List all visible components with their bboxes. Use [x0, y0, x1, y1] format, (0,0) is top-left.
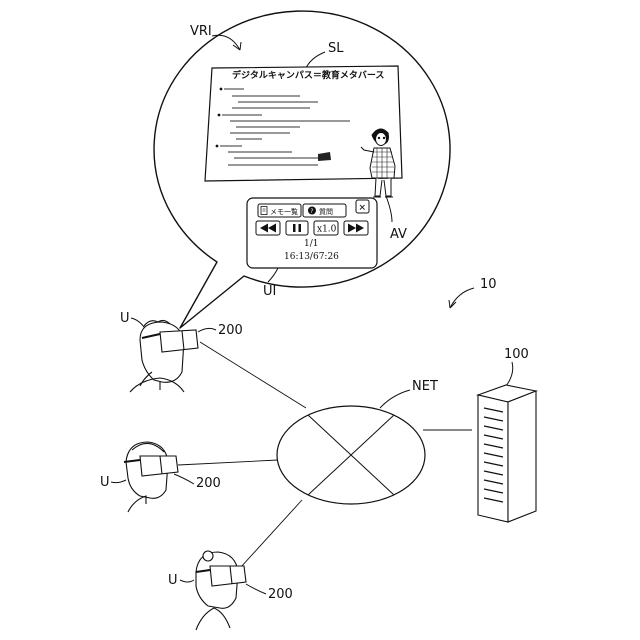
close-icon: ✕ [359, 204, 367, 214]
time-readout: 16:13/67:26 [284, 252, 339, 262]
sl-label: SL [328, 41, 344, 56]
pause-button[interactable] [286, 221, 308, 235]
user-2-figure [124, 442, 178, 512]
fast-forward-button[interactable] [344, 221, 368, 235]
net-label: NET [412, 379, 438, 394]
speed-label: x1.0 [317, 225, 337, 235]
svg-text:?: ? [310, 208, 313, 215]
page-counter: 1/1 [304, 239, 318, 249]
user-2-label: U [100, 475, 110, 490]
net-leader [380, 390, 410, 408]
hmd-label-3: 200 [268, 587, 293, 602]
system-label: 10 [480, 277, 497, 292]
ui-label: UI [263, 284, 276, 299]
user-1-figure [130, 320, 198, 392]
user-3-figure [196, 551, 246, 630]
speed-button[interactable]: x1.0 [314, 221, 338, 235]
hmd-label-1: 200 [218, 323, 243, 338]
user-1-label: U [120, 311, 130, 326]
hmd-label-2: 200 [196, 476, 221, 491]
question-label: 質問 [319, 207, 333, 216]
user-3-label: U [168, 573, 178, 588]
close-button[interactable]: ✕ [356, 200, 369, 214]
memo-list-button[interactable]: メモ一覧 [258, 204, 301, 217]
server-leader [506, 362, 513, 386]
question-button[interactable]: ? 質問 [303, 204, 346, 217]
slide-title: デジタルキャンパス＝教育メタバース [232, 69, 384, 81]
ui-panel: メモ一覧 ? 質問 ✕ x1.0 [247, 198, 377, 268]
memo-list-label: メモ一覧 [270, 207, 298, 216]
av-label: AV [390, 227, 407, 242]
server-icon [478, 385, 536, 522]
vri-label: VRI [190, 24, 212, 39]
rewind-button[interactable] [256, 221, 280, 235]
server-label: 100 [504, 347, 529, 362]
network-cloud [277, 406, 425, 504]
